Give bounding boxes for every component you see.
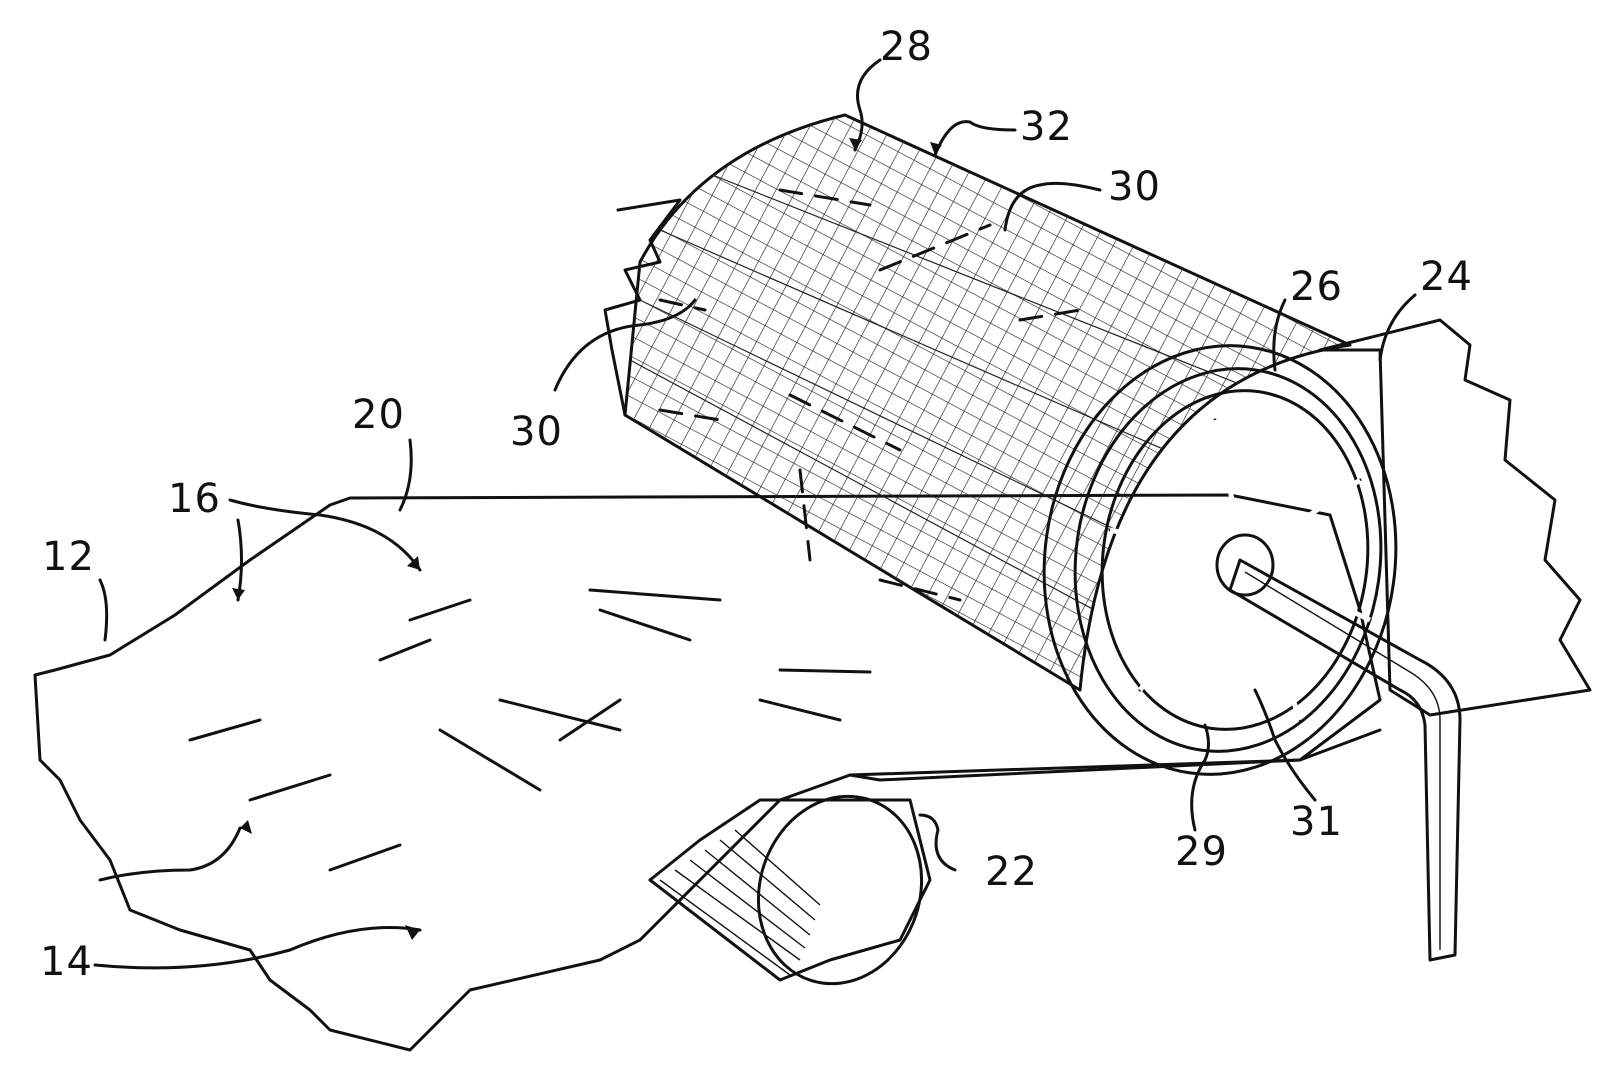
reference-numerals: 28 32 30 30 26 24 20 16 12 14 22 29 31 (40, 24, 1473, 985)
label-16: 16 (168, 476, 221, 522)
drum-end-wheel (1042, 344, 1398, 776)
label-30-left: 30 (510, 409, 563, 455)
label-31: 31 (1290, 799, 1343, 845)
web-sheet (33, 493, 1382, 1052)
label-22: 22 (985, 849, 1038, 895)
label-32: 32 (1020, 104, 1073, 150)
label-28: 28 (880, 24, 933, 70)
label-30-top: 30 (1108, 164, 1161, 210)
lower-roll (648, 794, 932, 986)
label-29: 29 (1175, 829, 1228, 875)
label-12: 12 (42, 534, 95, 580)
label-14: 14 (40, 939, 93, 985)
label-20: 20 (352, 392, 405, 438)
label-24: 24 (1420, 254, 1473, 300)
background-web (1318, 318, 1592, 717)
perforation-marks (188, 588, 872, 872)
screen-drum (603, 113, 1352, 692)
arrowheads (232, 138, 942, 940)
label-26: 26 (1290, 264, 1343, 310)
axle-shaft (1228, 558, 1462, 962)
leader-lines (93, 58, 1417, 970)
